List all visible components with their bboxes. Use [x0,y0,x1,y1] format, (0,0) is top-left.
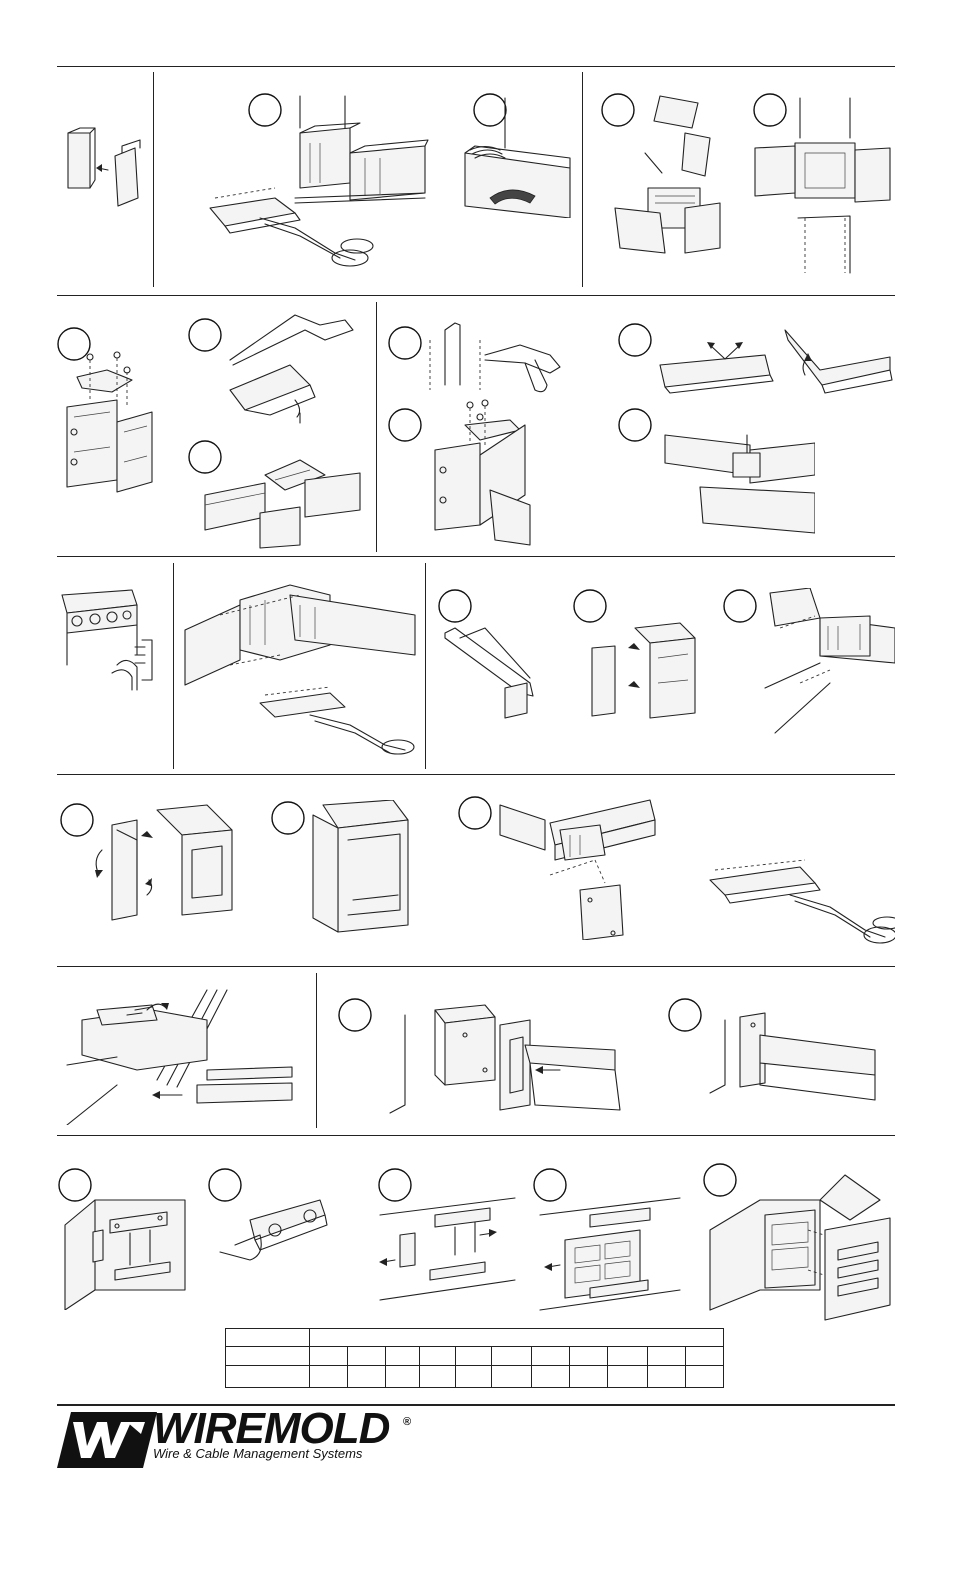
illustration-box-knockouts [57,585,167,695]
size-table [225,1327,725,1389]
size-table-cell [607,1364,648,1389]
illustration-cover-end [60,118,150,208]
illustration-pliers-bend-tab [385,315,565,405]
illustration-wall-flange-installed [665,995,895,1125]
size-table-cell [419,1346,456,1366]
size-table-cell [455,1364,492,1389]
divider-r3-a [173,563,174,769]
illustration-hacksaw-cut [185,305,370,430]
size-table-cell [684,1346,725,1366]
illustration-ell-fitting-installed [455,795,660,940]
size-table-cell [309,1364,348,1389]
illustration-receptacles-installed [530,1160,690,1320]
size-table-row [225,1346,725,1366]
illustration-corner-elbow-installed [185,435,370,550]
brand-logo: WIREMOLD ® Wire & Cable Management Syste… [57,1404,417,1470]
size-table-row [225,1364,725,1389]
rule-footer [57,1404,895,1406]
illustration-inside-elbow-screws [52,322,172,502]
divider-r1-b [582,72,583,287]
size-table-cell [225,1327,310,1348]
size-table-cell [225,1364,310,1389]
illustration-tee-body-exploded [570,588,710,728]
wiremold-mark-icon [57,1412,157,1468]
size-table-cell [531,1364,570,1389]
size-table-cell [225,1346,310,1366]
illustration-device-bracket-install [55,1160,195,1310]
rule-top [57,66,895,67]
illustration-tee-cover-exploded [180,575,420,765]
illustration-outside-elbow-screws [385,395,535,550]
divider-r3-b [425,563,426,769]
size-table-cell [347,1364,386,1389]
size-table-cell [491,1346,532,1366]
size-table-cell [647,1364,686,1389]
illustration-device-clip-detail [205,1160,335,1280]
rule-row2 [57,556,895,557]
illustration-cross-fitting-assembled [750,88,895,278]
rule-row5 [57,1135,895,1136]
brand-name: WIREMOLD [153,1404,390,1453]
size-table-cell [491,1364,532,1389]
illustration-cross-fitting-exploded [590,88,740,268]
size-table-cell [647,1346,686,1366]
illustration-notch-angle-cut [615,315,775,400]
brand-tagline: Wire & Cable Management Systems [153,1446,363,1461]
size-table-cell [569,1364,608,1389]
illustration-tee-raceway-installed [720,588,895,738]
illustration-outside-elbow-installed [615,405,815,550]
size-table-cell [569,1346,608,1366]
illustration-faceplate-attach [700,1160,895,1330]
illustration-corner-box-assembled [268,800,428,940]
illustration-wires-in-raceway [460,88,575,218]
rule-row1 [57,295,895,296]
size-table-cell [531,1346,570,1366]
illustration-device-bracket-slide [375,1160,525,1310]
size-table-cell [385,1364,420,1389]
illustration-corner-box-fold [57,800,247,940]
divider-r2 [376,302,377,552]
illustration-cut-cover-pliers [205,88,375,273]
size-table-cell [455,1346,492,1366]
size-table-cell [419,1364,456,1389]
size-table-header-row [225,1327,725,1348]
registered-mark: ® [403,1416,412,1428]
size-table-cell [308,1327,725,1348]
illustration-end-cap-fitting [57,985,307,1125]
size-table-cell [347,1346,386,1366]
illustration-crimp-tool [435,588,545,728]
illustration-bend-raceway [780,315,895,400]
rule-row3 [57,774,895,775]
rule-row4 [57,966,895,967]
illustration-wall-flange-exploded [335,995,635,1125]
size-table-cell [309,1346,348,1366]
divider-r1-a [153,72,154,287]
size-table-cell [607,1346,648,1366]
divider-r5 [316,973,317,1128]
size-table-cell [684,1364,725,1389]
size-table-cell [385,1346,420,1366]
illustration-tee-assembly [290,88,430,228]
illustration-cover-cut-pliers [705,845,895,955]
